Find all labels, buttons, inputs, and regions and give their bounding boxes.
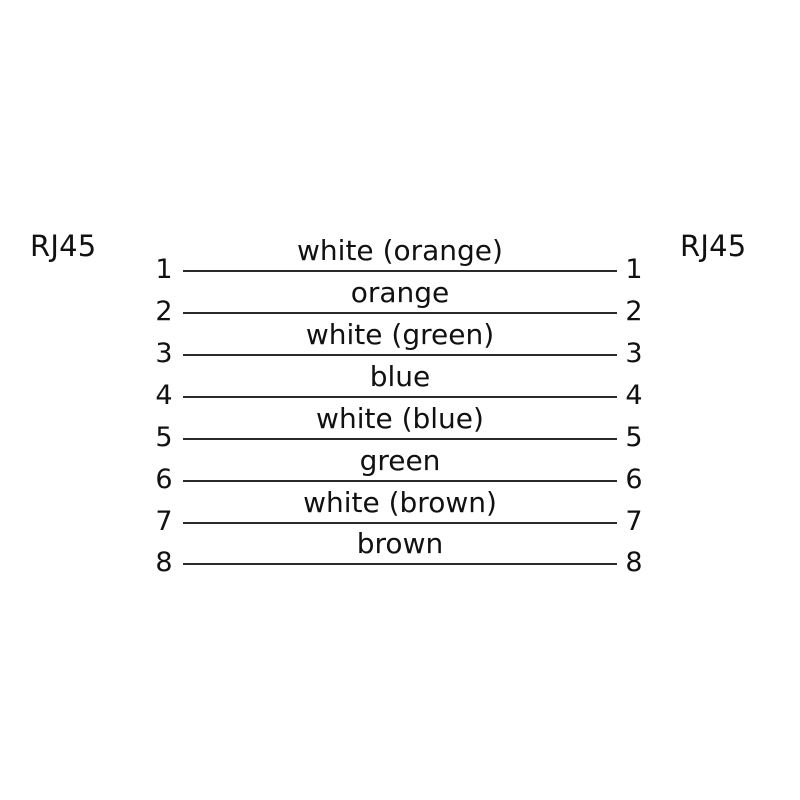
left-pin-number: 7 — [155, 506, 173, 537]
wire-line — [183, 396, 617, 398]
wire-line — [183, 480, 617, 482]
right-pin-number: 1 — [625, 254, 643, 285]
right-pin-number: 2 — [625, 296, 643, 327]
wire-color-label: blue — [369, 360, 431, 393]
wire-color-label: white (green) — [305, 318, 495, 351]
left-connector-label: RJ45 — [30, 229, 97, 263]
left-pin-number: 5 — [155, 422, 173, 453]
wire-color-label: green — [359, 444, 441, 477]
right-connector-label: RJ45 — [680, 229, 747, 263]
wire-color-label: brown — [356, 527, 444, 560]
left-pin-number: 2 — [155, 296, 173, 327]
wire-line — [183, 270, 617, 272]
left-pin-number: 8 — [155, 547, 173, 578]
wire-line — [183, 438, 617, 440]
right-pin-number: 5 — [625, 422, 643, 453]
wire-line — [183, 522, 617, 524]
wire-line — [183, 312, 617, 314]
left-pin-number: 3 — [155, 338, 173, 369]
wire-color-label: white (orange) — [297, 234, 503, 267]
right-pin-number: 3 — [625, 338, 643, 369]
right-pin-number: 8 — [625, 547, 643, 578]
right-pin-number: 7 — [625, 506, 643, 537]
wire-line — [183, 563, 617, 565]
left-pin-number: 4 — [155, 380, 173, 411]
wire-color-label: white (brown) — [303, 486, 497, 519]
wire-color-label: white (blue) — [316, 402, 484, 435]
right-pin-number: 4 — [625, 380, 643, 411]
wire-color-label: orange — [350, 276, 450, 309]
right-pin-number: 6 — [625, 464, 643, 495]
left-pin-number: 1 — [155, 254, 173, 285]
left-pin-number: 6 — [155, 464, 173, 495]
wire-line — [183, 354, 617, 356]
